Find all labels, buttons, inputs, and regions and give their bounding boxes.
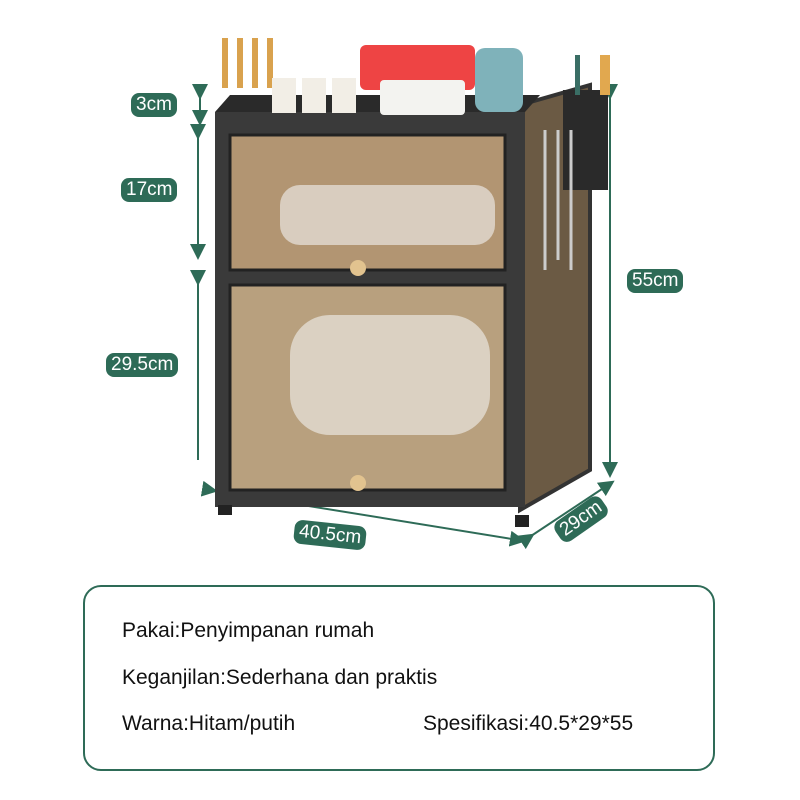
dimension-label-total-height: 55cm bbox=[627, 269, 684, 293]
spec-size: Spesifikasi:40.5*29*55 bbox=[423, 712, 634, 735]
dimension-label-lower-height: 29.5cm bbox=[106, 353, 179, 377]
toaster bbox=[475, 48, 523, 112]
pot bbox=[360, 45, 475, 90]
spec-feature: Keganjilan:Sederhana dan praktis bbox=[122, 666, 438, 689]
spec-color: Warna:Hitam/putih bbox=[122, 712, 296, 735]
upper-door-knob bbox=[350, 260, 366, 276]
dimension-label-top-gap: 3cm bbox=[131, 93, 177, 117]
dimension-label-upper-height: 17cm bbox=[121, 178, 178, 202]
spec-box bbox=[83, 585, 715, 771]
plates bbox=[280, 185, 495, 435]
spec-usage: Pakai:Penyimpanan rumah bbox=[122, 619, 375, 642]
lower-door-knob bbox=[350, 475, 366, 491]
